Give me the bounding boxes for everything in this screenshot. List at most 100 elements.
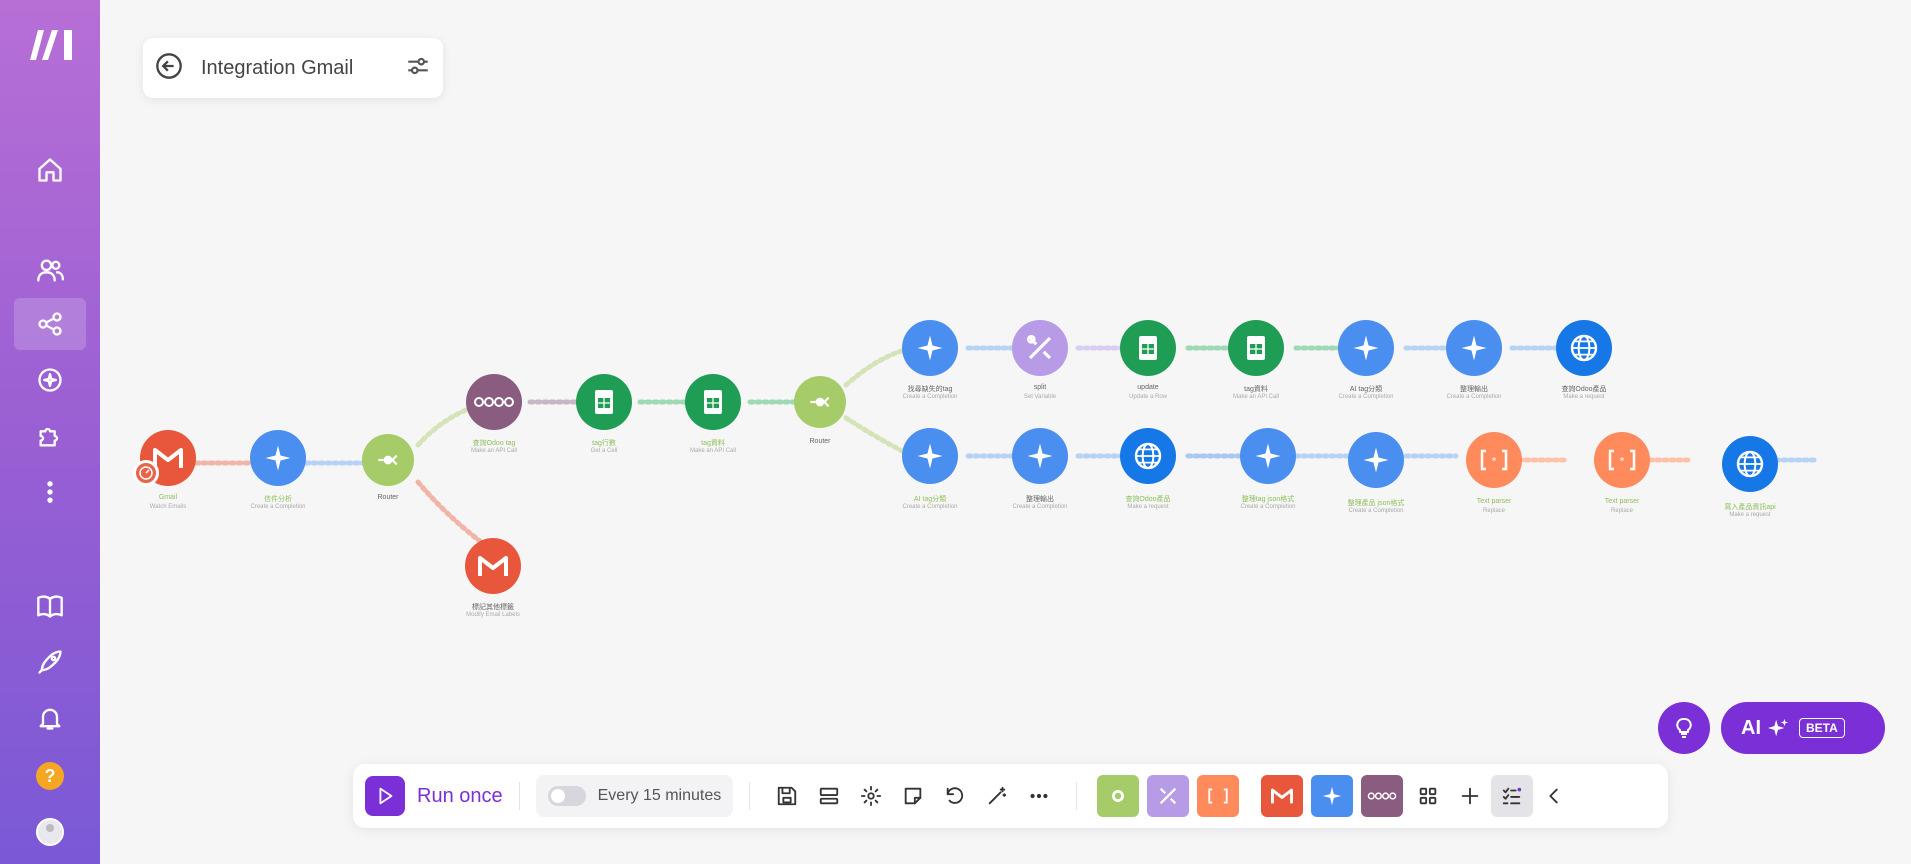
odoo-node[interactable] [466,374,522,430]
make-logo-icon[interactable] [28,28,74,62]
schedule-toggle[interactable] [547,786,586,806]
ai-node[interactable] [1012,428,1068,484]
ai-node[interactable] [1446,320,1502,376]
ai-app-button[interactable] [1311,775,1354,817]
sheets-node[interactable] [1120,320,1176,376]
scenario-settings-button[interactable] [850,775,892,817]
node-label: 寫入產品資訊api [1724,504,1776,511]
schedule-clock-icon[interactable] [133,460,159,486]
spreadsheet-icon [1247,336,1265,360]
all-apps-button[interactable] [1407,775,1449,817]
sparkle-icon [917,335,943,361]
sheets-node[interactable] [685,374,741,430]
sidebar-item-notifications[interactable] [14,692,86,744]
http-node[interactable] [1556,320,1612,376]
tools-node[interactable] [1012,320,1068,376]
http-node[interactable] [1722,436,1778,492]
save-button[interactable] [766,775,808,817]
node-label: tag資料 [1244,386,1268,393]
connection-lines [193,345,1821,553]
sparkle-icon [1353,335,1379,361]
router-app-button[interactable] [1097,775,1140,817]
schedule-label[interactable]: Every 15 minutes [597,787,722,804]
gmail-icon [153,448,183,468]
sparkle-icon [1363,447,1389,473]
add-module-button[interactable] [1449,775,1491,817]
run-once-button[interactable]: Run once [365,776,503,816]
gear-icon [861,785,882,807]
tools-icon [1026,334,1052,360]
json-node[interactable]: * [1466,432,1522,488]
play-icon [365,776,405,816]
sidebar-item-apps[interactable] [14,410,86,462]
sidebar-item-home[interactable] [14,144,86,196]
collapse-toolbar-button[interactable] [1533,775,1575,817]
spreadsheet-icon [704,390,722,414]
gmail-label-node[interactable] [465,538,521,594]
sidebar: ? [0,0,100,864]
sidebar-item-scenarios[interactable] [14,298,86,350]
align-icon [820,787,839,805]
globe-icon [1570,334,1598,362]
schedule-control[interactable]: Every 15 minutes [535,775,734,817]
sheets-node[interactable] [576,374,632,430]
more-options-button[interactable] [1018,775,1060,817]
hint-button[interactable] [1658,702,1710,754]
http-node[interactable] [1120,428,1176,484]
sidebar-item-team[interactable] [14,244,86,296]
router-icon [1112,790,1125,802]
sidebar-item-ai-agents[interactable] [14,354,86,406]
ai-node[interactable] [250,430,306,486]
node-sublabel: Watch Emails [149,504,187,510]
node-sublabel: Make an API Call [470,448,518,454]
sidebar-item-whats-new[interactable] [14,636,86,688]
puzzle-icon [39,427,59,447]
sheets-node[interactable] [1228,320,1284,376]
node-label: 查詢Odoo tag [472,440,516,447]
tools-app-button[interactable] [1147,775,1190,817]
ai-agent-icon [38,368,62,392]
scenario-canvas[interactable]: Gmail Watch Emails 信件分析 Create a Complet… [100,0,1911,864]
rocket-icon [38,650,62,674]
gmail-app-button[interactable] [1261,775,1304,817]
notes-button[interactable] [892,775,934,817]
node-sublabel: Create a Completion [1446,394,1502,400]
ai-node[interactable] [1348,432,1404,488]
router-node[interactable] [362,434,414,486]
sparkle-icon [1027,443,1053,469]
sparkle-icon [1323,786,1342,806]
help-icon[interactable]: ? [36,762,64,790]
back-arrow-icon[interactable] [155,52,183,85]
bell-icon [39,708,61,730]
spreadsheet-icon [595,390,613,414]
json-node[interactable]: * [1594,432,1650,488]
magic-wand-button[interactable] [976,775,1018,817]
odoo-app-button[interactable] [1361,775,1404,817]
router-node[interactable] [794,376,846,428]
more-horizontal-icon [1030,793,1048,799]
node-label: Text parser [1604,498,1640,505]
odoo-icon [1367,792,1397,800]
text-parser-app-button[interactable] [1197,775,1240,817]
ai-node[interactable] [902,428,958,484]
share-nodes-icon [38,312,62,336]
node-sublabel: Create a Completion [250,504,306,510]
ai-node[interactable] [902,320,958,376]
avatar[interactable] [36,818,64,846]
node-label: split [1033,384,1047,391]
ai-node[interactable] [1240,428,1296,484]
sliders-icon[interactable] [405,53,431,84]
node-sublabel: Create a Completion [902,504,958,510]
checklist-button[interactable] [1491,775,1534,817]
lightbulb-icon [1676,717,1692,738]
users-icon [37,259,64,282]
undo-button[interactable] [934,775,976,817]
page-title[interactable]: Integration Gmail [201,56,354,79]
node-sublabel: Create a Completion [1348,508,1404,514]
auto-align-button[interactable] [808,775,850,817]
sidebar-item-more[interactable] [14,466,86,518]
ai-node[interactable] [1338,320,1394,376]
text-parser-icon: * [1480,449,1508,471]
sidebar-item-docs[interactable] [14,580,86,632]
ai-assistant-button[interactable]: AI BETA [1721,702,1885,754]
